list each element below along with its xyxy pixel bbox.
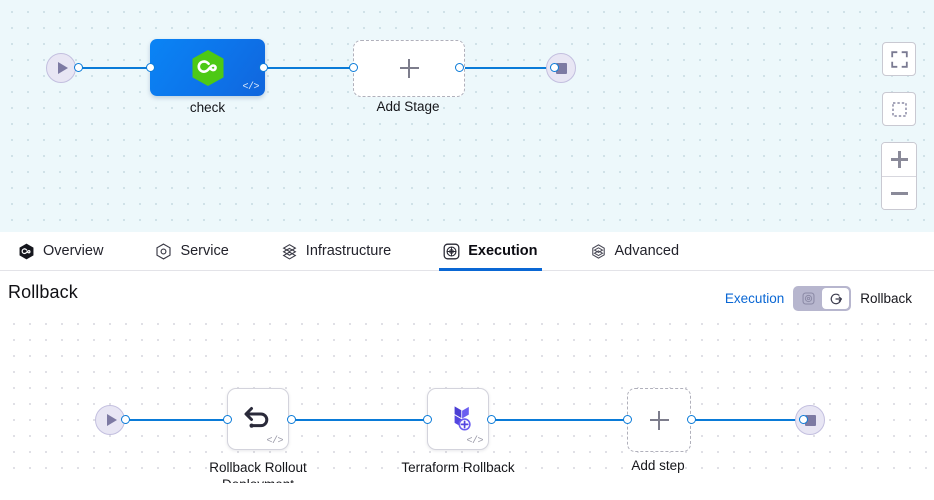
stop-icon: [555, 62, 567, 74]
tab-label: Advanced: [614, 243, 680, 259]
zoom-in-button[interactable]: [882, 143, 916, 176]
edge-start-to-step1: [126, 419, 226, 421]
port-step-start-out[interactable]: [121, 415, 130, 424]
port-step2-in[interactable]: [423, 415, 432, 424]
infrastructure-layers-icon: [282, 243, 297, 260]
port-addstage-in[interactable]: [349, 63, 358, 72]
edge-step2-to-addstep: [491, 419, 627, 421]
tab-advanced[interactable]: Advanced: [590, 232, 680, 271]
play-icon: [106, 414, 117, 426]
execution-icon: [802, 292, 815, 305]
port-check-out[interactable]: [259, 63, 268, 72]
toggle-label-execution[interactable]: Execution: [724, 291, 785, 306]
rollback-header: Rollback Execution Rollback: [0, 271, 934, 314]
port-addstep-in[interactable]: [623, 415, 632, 424]
step-graph-canvas[interactable]: </> Rollback Rollout Deployment </> Terr…: [0, 314, 934, 483]
add-step-button[interactable]: [627, 388, 691, 452]
rollback-undo-icon: [244, 407, 269, 428]
page-title: Rollback: [8, 282, 78, 302]
add-step-label: Add step: [631, 458, 685, 473]
tab-label: Service: [180, 243, 229, 259]
step-code-badge: </>: [466, 436, 483, 447]
plus-icon: [399, 59, 419, 78]
toggle-label-rollback[interactable]: Rollback: [860, 291, 912, 306]
execution-rollback-switcher: Execution Rollback: [725, 274, 912, 311]
terraform-icon: [454, 406, 471, 431]
port-start-out[interactable]: [74, 63, 83, 72]
zoom-in-icon: [890, 151, 908, 168]
stop-icon: [804, 414, 816, 426]
edge-addstage-to-end: [459, 67, 554, 69]
step-label-rollback-rollout-deployment: Rollback Rollout Deployment: [209, 460, 307, 483]
edge-addstep-to-end: [691, 419, 803, 421]
harness-hexagon-icon: [192, 49, 223, 86]
service-hexagon-icon: [156, 242, 172, 260]
tab-execution[interactable]: Execution: [439, 232, 542, 271]
execution-icon: [443, 243, 460, 259]
zoom-out-icon: [890, 185, 908, 202]
play-icon: [57, 62, 68, 74]
add-stage-label: Add Stage: [376, 99, 440, 114]
port-addstep-out[interactable]: [687, 415, 696, 424]
zoom-to-fit-button[interactable]: [882, 92, 916, 126]
tab-infrastructure[interactable]: Infrastructure: [281, 232, 391, 271]
edge-start-to-check: [78, 67, 156, 69]
fullscreen-button[interactable]: [882, 42, 916, 76]
step-node-terraform-rollback[interactable]: </>: [427, 388, 489, 450]
port-addstage-out[interactable]: [455, 63, 464, 72]
add-stage-button[interactable]: [353, 40, 465, 97]
canvas-toolbar: [881, 42, 917, 210]
tab-label: Infrastructure: [305, 243, 392, 259]
tab-label: Overview: [43, 243, 104, 259]
pipeline-start-node[interactable]: [46, 53, 76, 83]
harness-hexagon-icon: [19, 243, 34, 259]
stage-label-check: check: [189, 100, 226, 115]
advanced-layers-icon: [591, 243, 605, 259]
stage-tab-bar: Overview Service Infrastructure Executio…: [0, 232, 934, 271]
tab-label: Execution: [468, 243, 538, 259]
zoom-controls: [881, 142, 917, 210]
stage-graph-canvas[interactable]: </> check Add Stage: [0, 0, 934, 232]
tab-overview[interactable]: Overview: [18, 232, 103, 271]
step-label-terraform-rollback: Terraform Rollback: [401, 460, 515, 475]
fullscreen-icon: [890, 50, 908, 68]
rollback-arrow-icon: [830, 293, 842, 304]
port-check-in[interactable]: [146, 63, 155, 72]
plus-icon: [649, 410, 669, 430]
stage-node-check[interactable]: </>: [150, 39, 265, 96]
port-end-in[interactable]: [550, 63, 559, 72]
port-step1-out[interactable]: [287, 415, 296, 424]
toggle-segment-execution[interactable]: [795, 288, 822, 309]
zoom-out-button[interactable]: [882, 176, 916, 209]
port-step-end-in[interactable]: [799, 415, 808, 424]
execution-rollback-toggle[interactable]: [793, 286, 852, 311]
step-start-node[interactable]: [95, 405, 125, 435]
stage-code-badge: </>: [242, 82, 259, 93]
step-code-badge: </>: [266, 436, 283, 447]
edge-check-to-addstage: [263, 67, 358, 69]
port-step1-in[interactable]: [223, 415, 232, 424]
tab-service[interactable]: Service: [155, 232, 229, 271]
edge-step1-to-step2: [291, 419, 427, 421]
toggle-segment-rollback[interactable]: [822, 288, 850, 309]
port-step2-out[interactable]: [487, 415, 496, 424]
step-node-rollback-rollout-deployment[interactable]: </>: [227, 388, 289, 450]
zoom-to-fit-icon: [891, 101, 907, 117]
